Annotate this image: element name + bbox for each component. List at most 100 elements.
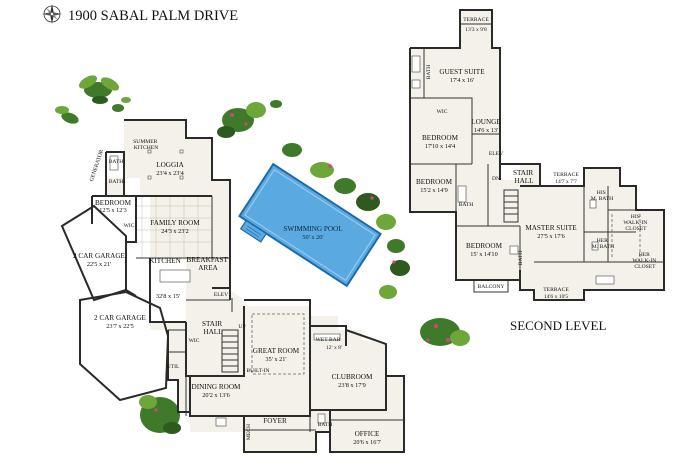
wet-bar-counter [313,333,341,341]
terrace-dimensions: 14'7 x 7'7 [555,179,577,185]
wet-bar-dimensions: 12' x 8' [326,345,342,351]
second-level-plan [409,9,665,301]
wic-label: WIC [437,109,448,115]
loggia-dimensions: 23'4 x 23'4 [156,170,184,177]
office-label: OFFICE [355,430,380,438]
wic-label: WIC [189,338,200,344]
bathtub-icon [457,185,467,203]
loggia-label: LOGGIA [156,161,184,169]
her-closet-line: CLOSET [634,264,656,270]
family-room-dimensions: 24'3 x 23'2 [161,228,188,235]
bathtub-icon [109,155,119,171]
swimming-pool-label: SWIMMING POOL [283,225,342,233]
family-room-label: FAMILY ROOM [150,219,200,227]
great-room-label: GREAT ROOM [253,347,300,355]
bedroom-label: BEDROOM [422,134,459,142]
lounge-dimensions: 14'6 x 13' [474,127,498,134]
breakfast-area-label: BREAKFAST AREA [186,256,229,272]
bath-label: BATH [109,159,124,165]
master-suite-label: MASTER SUITE [525,224,577,232]
his-closet-line: CLOSET [625,226,647,232]
bedroom-dimensions: 12'5 x 12'3 [99,207,126,214]
his-bath-line: M. BATH [591,196,613,202]
balcony-label: BALCONY [477,284,504,290]
toilet-icon [317,413,326,424]
terrace-label: TERRACE [543,287,569,293]
sink-icon [509,245,519,255]
bath-label: BATH [318,422,333,428]
foyer-label: FOYER [263,417,287,425]
guest-suite-dimensions: 17'4 x 16' [450,77,474,84]
garage-dimensions: 22'5 x 21' [87,261,111,268]
master-suite-dimensions: 27'5 x 17'6 [537,233,564,240]
dining-room-dimensions: 20'2 x 13'6 [202,392,229,399]
clubroom-dimensions: 23'8 x 17'9 [338,382,365,389]
built-in-label: BUILT-IN [246,368,269,374]
bedroom-label: BEDROOM [416,178,453,186]
shrub-cluster-icon [420,318,470,346]
palm-row-icon [282,143,410,299]
utility-label: UTIL [167,364,180,370]
stair-hall-line: STAIR [513,169,533,177]
sink-icon [411,79,421,89]
kitchen-label: KITCHEN [149,257,181,265]
palm-tree-icon [55,106,79,124]
palm-tree-icon [78,75,120,104]
bath-label: BATH [518,251,524,266]
shrub-cluster-icon [217,100,282,138]
bedroom-label: BEDROOM [466,242,503,250]
clubroom-label: CLUBROOM [332,373,373,381]
bedroom-label: BEDROOM [95,199,132,207]
mech-label: MECH [246,424,252,440]
bath-label: BATH [109,179,124,185]
great-room-dimensions: 35' x 21' [265,356,286,363]
elevator-label: ELEV [214,292,228,298]
his-bath-line: HIS [597,190,606,196]
toilet-icon [589,199,597,209]
up-label: UP [238,324,245,330]
terrace-label: TERRACE [553,172,579,178]
wet-bar-label: WET BAR [316,337,341,343]
terrace-dimensions: 14'6 x 10'5 [544,294,569,300]
her-bath-line: M. BATH [592,244,614,250]
breakfast-line: BREAKFAST [186,256,228,264]
shrub-icon [112,97,131,112]
his-closet-line: HIS [631,214,640,220]
down-label: DN [492,176,500,182]
bedroom-dimensions: 15' x 14'10 [470,251,497,258]
bathtub-icon [411,55,421,73]
his-closet-label: HIS WALK-IN CLOSET [623,214,648,232]
toilet-icon [591,241,599,251]
her-bath-label: HER M. BATH [592,238,614,250]
terrace-label: TERRACE [463,17,489,23]
bedroom-dimensions: 17'10 x 14'4 [425,143,456,150]
elevator-label: ELEV [489,151,503,157]
lounge-label: LOUNGE [471,118,501,126]
kitchen-island [159,269,191,283]
kitchen-dimensions: 32'8 x 15' [156,293,180,300]
her-closet-line: WALK-IN [632,258,656,264]
bath-label: BATH [459,202,474,208]
swimming-pool [238,162,382,288]
swimming-pool-dimensions: 50' x 20' [302,234,323,241]
stair-hall-label: STAIR HALL [513,169,535,185]
garage-dimensions: 23'7 x 22'5 [106,323,133,330]
summer-kitchen-line: KITCHEN [134,145,159,151]
dining-room-label: DINING ROOM [192,383,242,391]
loggia-columns [147,149,184,180]
floor-tile-pattern [136,196,212,258]
bedroom-dimensions: 15'2 x 14'9 [420,187,447,194]
bath-label: BATH [426,65,432,80]
compass-rose-icon [42,4,62,24]
staircase [221,329,239,373]
staircase [503,189,519,223]
her-closet-line: HER [639,252,650,258]
stair-hall-line: STAIR [202,320,222,328]
plan-title: 1900 SABAL PALM DRIVE [68,8,238,24]
his-bath-label: HIS M. BATH [591,190,613,202]
wic-label: WIC [124,223,135,229]
shrub-cluster-icon [139,395,181,434]
second-level-labels: TERRACE 13'3 x 9'8 BATH GUEST SUITE 17'4… [416,17,656,300]
